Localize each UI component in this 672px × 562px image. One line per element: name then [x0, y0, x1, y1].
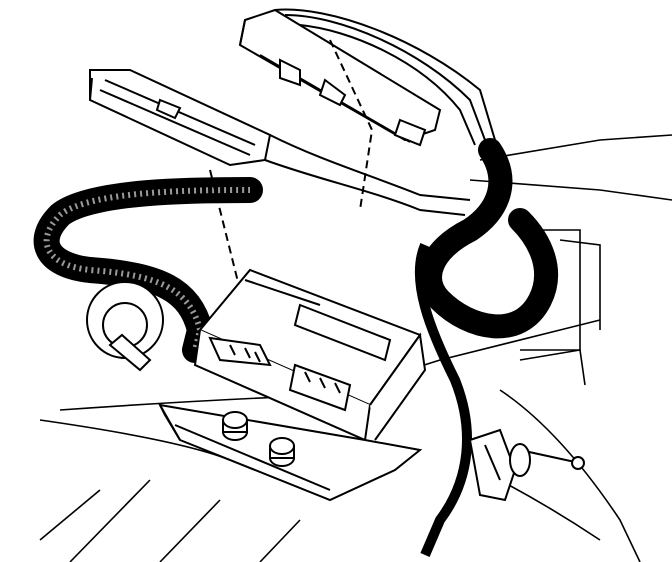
upper-harness-connector [238, 8, 496, 211]
grommet [86, 281, 164, 372]
dipstick-handle [509, 443, 585, 477]
control-module [193, 268, 427, 442]
left-harness-connector [89, 69, 471, 331]
corrugated-wiring-conduit [33, 177, 263, 363]
ground-strap [468, 428, 517, 502]
mounting-nut [222, 411, 295, 467]
wiring-loom [414, 243, 472, 557]
corrugated-wiring-conduit-right [418, 138, 559, 339]
body-panels [39, 134, 672, 562]
